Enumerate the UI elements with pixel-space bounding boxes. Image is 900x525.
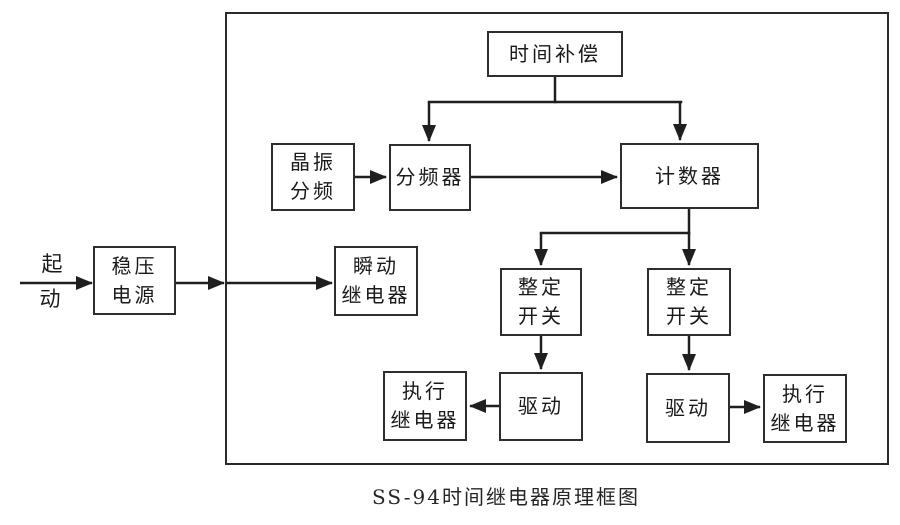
diagram-caption: SS-94时间继电器原理框图 (372, 485, 640, 509)
start-signal-label-line2: 动 (39, 287, 61, 311)
main-module-frame (225, 12, 889, 465)
block-setting-switch-right: 整定 开关 (647, 268, 731, 336)
block-label: 执行 (402, 379, 448, 403)
block-label: 电源 (111, 282, 158, 307)
block-label: 晶振 (290, 150, 336, 174)
block-frequency-divider: 分频器 (389, 144, 471, 211)
block-label: 整定 (518, 275, 564, 299)
block-drive-right: 驱动 (646, 373, 730, 443)
block-label: 开关 (666, 304, 712, 328)
block-label: 继电器 (341, 283, 411, 307)
block-crystal-oscillator: 晶振 分频 (271, 143, 355, 211)
block-label: 驱动 (665, 395, 711, 420)
block-execution-relay-left: 执行 继电器 (383, 371, 467, 441)
block-label: 瞬动 (353, 254, 399, 278)
block-regulated-power-supply: 稳压 电源 (93, 246, 176, 315)
block-setting-switch-left: 整定 开关 (500, 268, 582, 336)
block-label: 整定 (666, 275, 712, 299)
block-label: 稳压 (111, 253, 158, 278)
block-instantaneous-relay: 瞬动 继电器 (334, 246, 418, 316)
block-label: 分频 (290, 179, 336, 203)
block-label: 继电器 (770, 410, 840, 435)
block-drive-left: 驱动 (499, 372, 583, 441)
block-label: 继电器 (390, 408, 460, 432)
block-label: 执行 (782, 381, 828, 406)
block-label: 驱动 (518, 394, 564, 418)
block-label: 开关 (518, 304, 564, 328)
block-label: 时间补偿 (509, 41, 601, 66)
start-signal-label-line1: 起 (41, 252, 63, 276)
block-label: 计数器 (655, 163, 724, 188)
block-time-compensation: 时间补偿 (487, 31, 623, 77)
block-counter: 计数器 (620, 143, 759, 209)
block-label: 分频器 (395, 165, 465, 189)
block-execution-relay-right: 执行 继电器 (763, 374, 847, 443)
